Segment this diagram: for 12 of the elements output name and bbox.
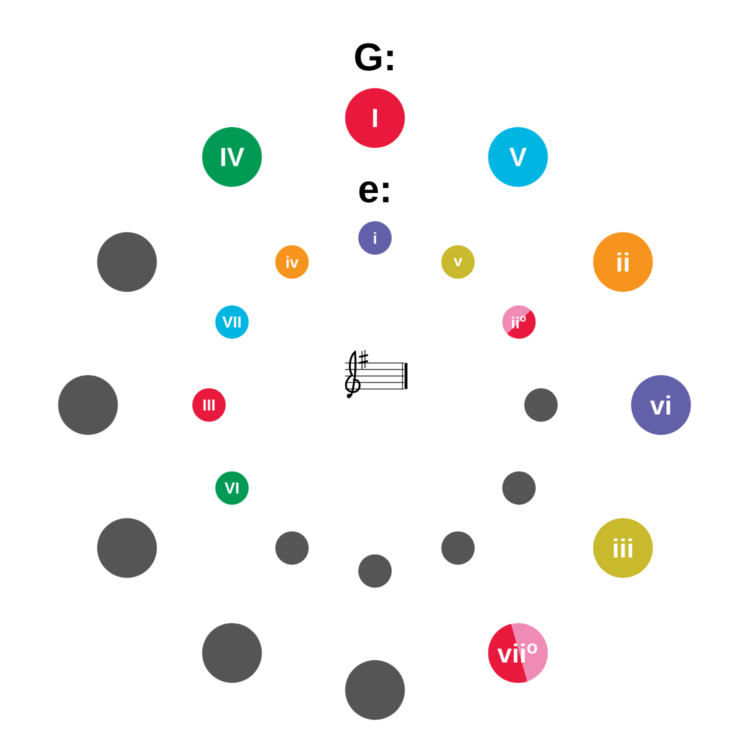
empty-circle xyxy=(202,623,262,683)
empty-circle xyxy=(97,518,157,578)
empty-circle xyxy=(97,232,157,292)
empty-circle xyxy=(441,531,475,565)
empty-circle xyxy=(524,388,558,422)
key-label: e: xyxy=(359,181,388,203)
key-label: G: xyxy=(355,43,393,71)
empty-circle xyxy=(502,471,536,505)
empty-circle xyxy=(345,660,405,720)
empty-circle xyxy=(58,375,118,435)
empty-circle xyxy=(358,554,392,588)
empty-circle xyxy=(275,531,309,565)
